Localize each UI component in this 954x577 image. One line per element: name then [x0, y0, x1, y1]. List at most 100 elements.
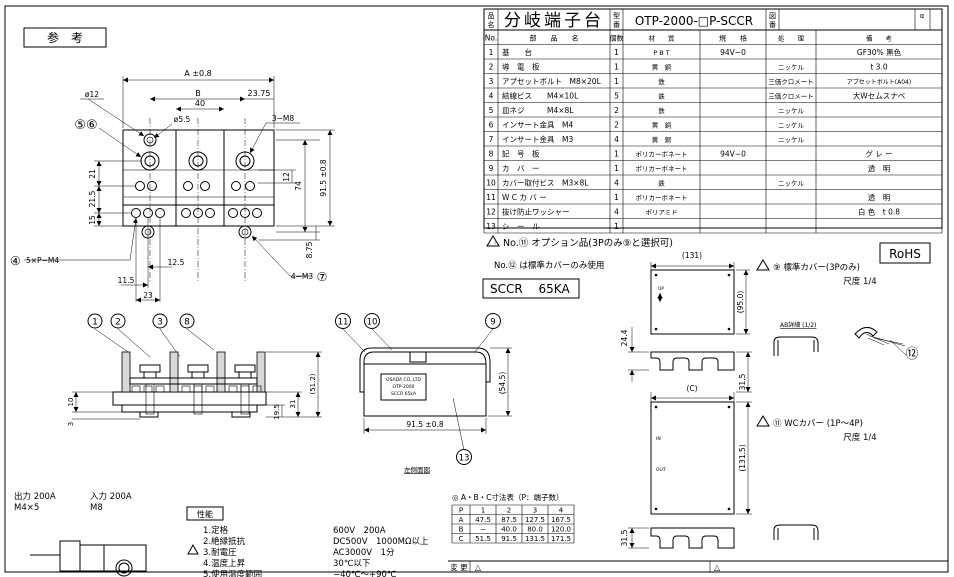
dim-21-5: 21.5: [88, 190, 97, 207]
warning-triangle-icon: [486, 235, 500, 247]
parts-cell: 94V−0: [720, 150, 746, 159]
parts-cell: 6: [489, 121, 494, 130]
in-mark: IN: [656, 436, 661, 442]
out-mark: OUT: [656, 467, 666, 473]
callout-4m3: 4−M3: [291, 272, 314, 281]
parts-cell: 1: [614, 150, 619, 159]
dim-3m8: 3−M8: [272, 114, 295, 123]
top-view: A ±0.8 B 23.75 40 ø12 ø5.5 3−M8 ⑤⑥ 21 21…: [10, 69, 335, 303]
screw-head: [155, 385, 165, 393]
parts-cell: ニッケル: [778, 107, 805, 115]
dim-table-cell: −: [480, 526, 486, 534]
sccr-box: [482, 278, 580, 299]
parts-cell: 1: [489, 48, 494, 57]
dim-131: (131): [682, 251, 702, 260]
revision-block: 変 更 △ △: [448, 560, 948, 572]
bolt-body: [145, 383, 155, 415]
side-balloon-label: 13: [459, 454, 470, 464]
parts-cell: 1: [614, 193, 619, 202]
dim-23: 23: [143, 291, 153, 300]
input-screw: M8: [90, 503, 103, 513]
parts-cell: 5: [614, 92, 619, 101]
screw-head: [228, 385, 238, 393]
model-number: OTP-2000-□P-SCCR: [635, 14, 753, 28]
side-balloon: [364, 313, 380, 329]
dim-table-cell: 131.5: [525, 535, 545, 543]
parts-cell: 4: [614, 135, 619, 144]
bolt-shank: [191, 371, 205, 379]
rating-value: 30℃以下: [333, 559, 371, 569]
dim-40: 40: [195, 99, 205, 108]
parts-cell: 13: [486, 222, 496, 231]
parts-cell: GF30% 黒色: [857, 47, 902, 57]
parts-cell: 透 明: [868, 164, 891, 173]
dim-table-cell: 80.0: [527, 526, 543, 534]
dim-table-header: 4: [559, 507, 564, 515]
side-dim-91-5: 91.5 ±0.8: [406, 420, 444, 429]
dim-91-5: 91.5 ±0.8: [319, 159, 328, 197]
parts-cell: 8: [489, 150, 494, 159]
warning-triangle-icon-2: [756, 259, 770, 271]
dim-table-header: P: [459, 507, 463, 515]
standard-cover-scale: 尺度 1/4: [843, 276, 876, 287]
parts-cell: 4: [489, 92, 494, 101]
dim-table-cell: 171.5: [551, 535, 571, 543]
rating-value: 600V 200A: [333, 526, 386, 536]
side-label-line2: OTP-2000: [393, 384, 415, 390]
revision-mark-1: △: [475, 563, 482, 572]
sheet-mark: α: [920, 12, 925, 20]
sheet-border: [4, 5, 949, 573]
bolt-shank: [238, 371, 252, 379]
dim-3: 3: [67, 422, 75, 426]
front-balloon: [87, 313, 103, 329]
balloon-7: ⑦: [317, 270, 328, 284]
dim-phi5-5: ø5.5: [174, 115, 191, 124]
rating-value: DC500V 1000MΩ以上: [333, 537, 429, 547]
dim-24-4: 24.4: [620, 329, 629, 346]
up-mark: UP: [658, 286, 664, 292]
standard-cover-note: No.⑫ は標準カバーのみ使用: [494, 260, 604, 271]
warning-triangle-icon-3: [756, 415, 770, 427]
parts-cell: 12: [486, 208, 496, 217]
warning-mark: !: [494, 241, 496, 247]
dim-11-5: 11.5: [118, 276, 135, 285]
option-note: No.⑪ オプション品(3Pのみ⑨と選択可): [503, 237, 673, 249]
parts-cell: 4: [614, 208, 619, 217]
output-rating: 出力 200A: [14, 491, 56, 502]
rating-value: −40℃〜+90℃: [333, 570, 397, 577]
parts-cell: 結線ビス M4×10L: [502, 91, 579, 101]
dim-23-75: 23.75: [248, 89, 271, 98]
balloon-12: ⑫: [905, 347, 918, 362]
screw-head: [205, 385, 215, 393]
parts-cell: 記 号 板: [502, 149, 540, 159]
dim-12: 12: [282, 172, 291, 182]
parts-cell: 7: [489, 135, 494, 144]
dim-table-cell: 47.5: [475, 516, 491, 524]
parts-cell: 94V−0: [720, 48, 746, 57]
bolt-body: [193, 383, 203, 415]
side-balloon-label: 11: [338, 318, 349, 328]
side-balloon-label: 9: [490, 318, 495, 328]
side-balloon-label: 10: [367, 318, 378, 328]
parts-cell: W C カ バ ー: [502, 193, 547, 202]
parts-cell: P B T: [653, 49, 670, 57]
dim-table-header: 1: [481, 507, 485, 515]
parts-cell: 1: [614, 222, 619, 231]
parts-cell: 11: [486, 193, 496, 202]
screw-head: [240, 385, 250, 393]
ab-detail-label: AB詳細 (1/2): [780, 321, 816, 329]
warning-triangle-icon-4: [187, 543, 199, 555]
dim-phi12: ø12: [85, 90, 99, 99]
model-label-bottom: 番: [613, 21, 620, 29]
dim-table-cell: A: [459, 516, 464, 524]
rating-item: 1.定格: [203, 525, 229, 536]
dim-table-cell: 167.5: [551, 516, 571, 524]
parts-cell: 鉄: [658, 77, 665, 86]
name-label-bottom: 名: [488, 20, 495, 29]
rating-item: 5.使用温度範囲: [203, 569, 262, 577]
model-label-top: 型: [613, 11, 620, 20]
parts-cell: 2: [614, 106, 619, 115]
